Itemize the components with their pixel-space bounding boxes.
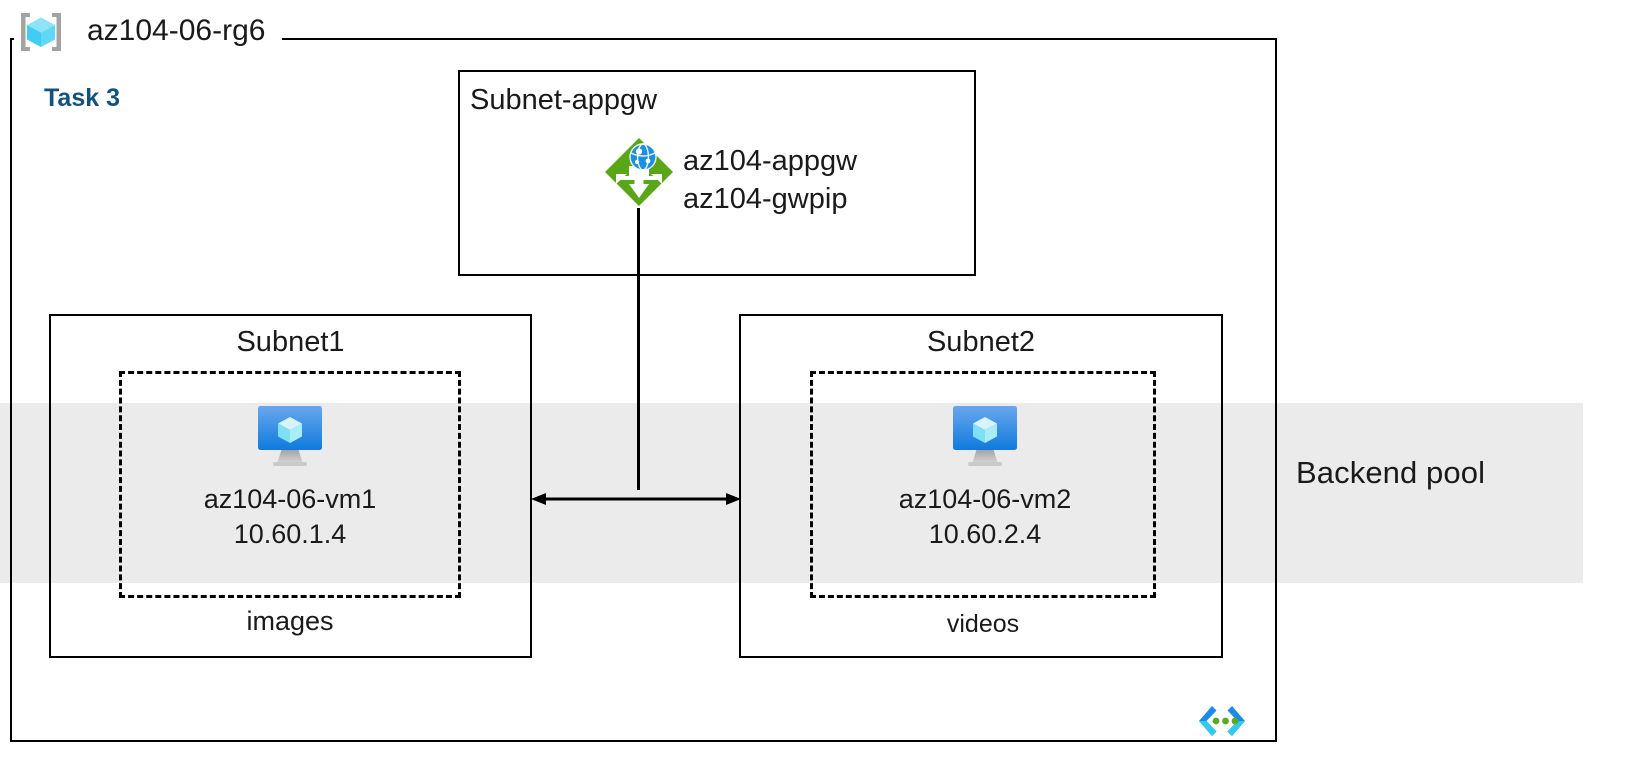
resource-group-icon	[17, 9, 65, 55]
subnet1-boundary	[49, 314, 532, 658]
resource-group-name: az104-06-rg6	[87, 14, 266, 47]
backend-pool-connector	[531, 489, 741, 525]
appgw-resource-labels: az104-appgw az104-gwpip	[683, 142, 857, 218]
appgw-name: az104-appgw	[683, 145, 858, 177]
subnet-appgw-title: Subnet-appgw	[470, 84, 658, 116]
backend-pool-label: Backend pool	[1296, 455, 1486, 490]
subnet2-boundary	[739, 314, 1223, 658]
code-chevron-icon	[1196, 700, 1248, 742]
subnet2-title: Subnet2	[926, 326, 1036, 358]
vm2-node: az104-06-vm2 10.60.2.4	[845, 404, 1125, 552]
task-label: Task 3	[44, 84, 120, 112]
subnet1-caption: images	[246, 606, 334, 636]
subnet1-nsg-boundary	[119, 371, 461, 598]
vm1-ip: 10.60.1.4	[233, 519, 347, 549]
resource-group-boundary	[10, 38, 1277, 742]
subnet1-title: Subnet1	[236, 326, 345, 358]
vm1-name: az104-06-vm1	[203, 484, 377, 514]
vm1-node: az104-06-vm1 10.60.1.4	[150, 404, 430, 552]
virtual-machine-icon	[253, 404, 327, 468]
gwpip-name: az104-gwpip	[683, 183, 848, 215]
appgw-to-backend-connector	[637, 208, 640, 490]
virtual-machine-icon	[948, 404, 1022, 468]
vm2-ip: 10.60.2.4	[928, 519, 1042, 549]
vm2-name: az104-06-vm2	[898, 484, 1072, 514]
subnet2-nsg-boundary	[810, 371, 1156, 598]
application-gateway-icon	[603, 136, 675, 208]
subnet-appgw-boundary	[458, 70, 976, 276]
subnet2-caption: videos	[946, 610, 1020, 638]
